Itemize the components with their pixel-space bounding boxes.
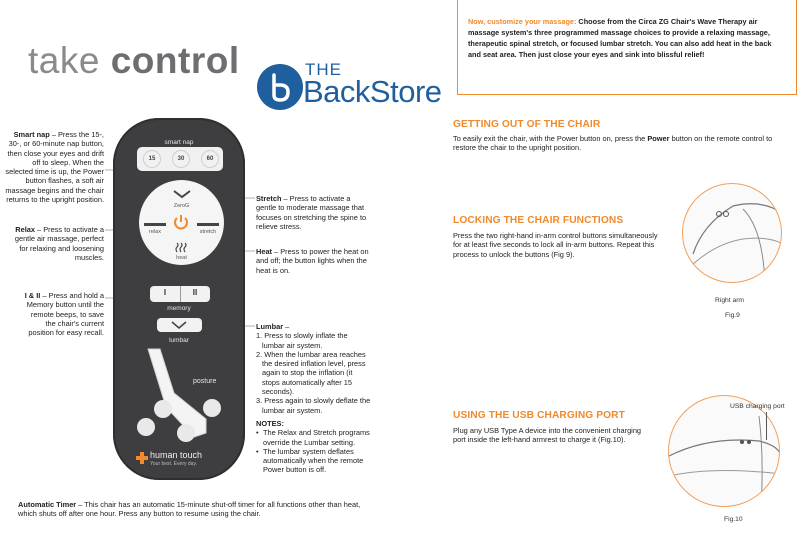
- heat-description: Heat – Press to power the heat on and of…: [256, 247, 369, 275]
- memory-2-button[interactable]: II: [192, 288, 198, 297]
- lumbar-button[interactable]: [157, 318, 202, 332]
- memory-label: memory: [167, 305, 191, 312]
- posture-down-button[interactable]: [177, 424, 195, 442]
- getting-out-heading: GETTING OUT OF THE CHAIR: [453, 119, 601, 130]
- fig9-image: [682, 183, 782, 283]
- brand-name: human touch: [150, 450, 203, 460]
- control-dial: [139, 180, 224, 265]
- automatic-timer-text: Automatic Timer – This chair has an auto…: [18, 500, 361, 519]
- note-item: •The lumbar system deflates automaticall…: [256, 446, 364, 475]
- locking-heading: LOCKING THE CHAIR FUNCTIONS: [453, 215, 624, 226]
- zerog-chevron-icon[interactable]: [172, 186, 192, 204]
- posture-up-button[interactable]: [154, 400, 172, 418]
- getting-out-text: To easily exit the chair, with the Power…: [453, 134, 773, 153]
- memory-divider: [180, 286, 181, 302]
- lumbar-description: Lumbar – 1. Press to slowly inflate the …: [256, 322, 371, 475]
- posture-label: posture: [193, 378, 217, 385]
- brand-tagline: Your best. Every day.: [150, 461, 197, 467]
- nap-30-button[interactable]: 30: [172, 150, 190, 168]
- lumbar-step: 2. When the lumbar area reaches the desi…: [256, 349, 366, 397]
- usb-text: Plug any USB Type A device into the conv…: [453, 426, 642, 445]
- smart-nap-label: smart nap: [164, 139, 194, 146]
- stretch-button[interactable]: [197, 223, 219, 226]
- logo-the-text: THE: [305, 60, 342, 79]
- nap-15-button[interactable]: 15: [143, 150, 161, 168]
- bullet-icon: •: [256, 446, 259, 456]
- fig9-caption: Fig.9: [725, 312, 740, 319]
- power-button-icon[interactable]: [172, 213, 190, 236]
- memory-description: I & II – Press and hold a Memory button …: [24, 291, 104, 338]
- relax-label: relax: [149, 229, 161, 235]
- bullet-icon: •: [256, 428, 259, 438]
- fig10-caption: Fig.10: [724, 516, 743, 523]
- note-item: •The Relax and Stretch programs override…: [256, 428, 370, 447]
- logo-backstore-text: BackStore: [303, 74, 442, 109]
- smart-nap-description: Smart nap – Press the 15-, 30-, or 60-mi…: [5, 130, 104, 205]
- fig10-label: USB charging port: [730, 403, 785, 410]
- lumbar-label: lumbar: [169, 337, 189, 344]
- customize-callout-box: [457, 0, 797, 95]
- stretch-description: Stretch – Press to activate a gentle to …: [256, 194, 367, 231]
- heat-icon[interactable]: [174, 241, 188, 259]
- stretch-label: stretch: [199, 229, 217, 235]
- notes-heading: NOTES:: [256, 418, 284, 428]
- relax-button[interactable]: [144, 223, 166, 226]
- page-title: take control: [28, 40, 240, 81]
- memory-1-button[interactable]: I: [163, 288, 167, 297]
- customize-callout-text: Now, customize your massage: Choose from…: [468, 17, 772, 59]
- lumbar-step: 1. Press to slowly inflate the lumbar ai…: [256, 331, 348, 350]
- fig9-label: Right arm: [715, 297, 744, 304]
- posture-forward-button[interactable]: [203, 399, 221, 417]
- posture-back-button[interactable]: [137, 418, 155, 436]
- relax-description: Relax – Press to activate a gentle air m…: [14, 225, 104, 262]
- heat-label: heat: [176, 255, 187, 261]
- backstore-logo-icon: [257, 64, 303, 110]
- locking-text: Press the two right-hand in-arm control …: [453, 231, 658, 259]
- usb-heading: USING THE USB CHARGING PORT: [453, 410, 625, 421]
- lumbar-step: 3. Press again to slowly deflate the lum…: [256, 396, 371, 415]
- usb-pointer-line: [766, 412, 767, 440]
- zerog-label: ZeroG: [173, 203, 190, 209]
- nap-60-button[interactable]: 60: [201, 150, 219, 168]
- fig10-image: [668, 395, 780, 507]
- human-touch-logo-icon: [136, 451, 148, 469]
